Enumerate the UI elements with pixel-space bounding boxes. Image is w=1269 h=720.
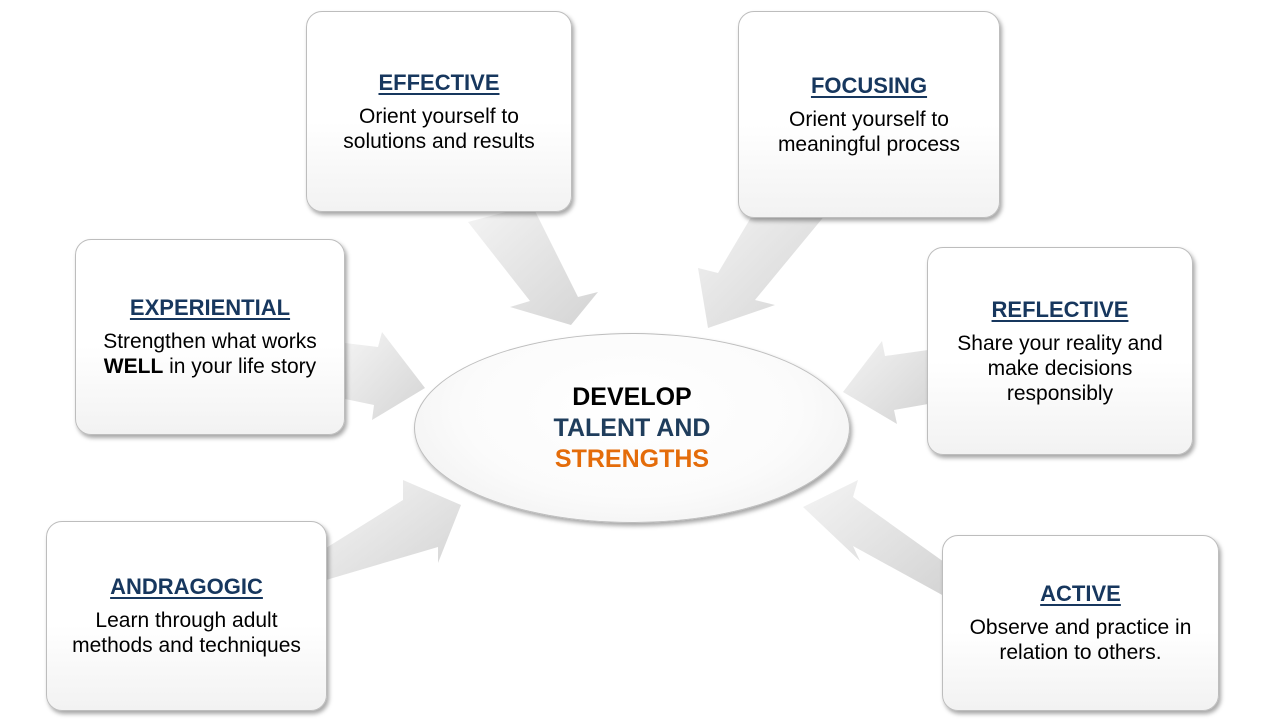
box-desc-line: make decisions: [987, 356, 1133, 380]
box-desc-line: Orient yourself to: [359, 104, 519, 128]
arrow-experiential: [345, 332, 425, 420]
arrow-andragogic: [326, 480, 461, 580]
box-desc-effective: Orient yourself to solutions and results: [343, 104, 534, 154]
box-title-andragogic: ANDRAGOGIC: [110, 574, 263, 599]
box-desc-reflective: Share your reality and make decisions re…: [957, 331, 1162, 406]
box-focusing: FOCUSING Orient yourself to meaningful p…: [738, 11, 1000, 218]
box-desc-active: Observe and practice in relation to othe…: [970, 615, 1192, 665]
arrow-reflective: [843, 341, 928, 424]
box-desc-experiential: Strengthen what works WELL in your life …: [103, 329, 317, 379]
box-title-active: ACTIVE: [1040, 581, 1121, 606]
center-line-talent: TALENT AND: [553, 413, 711, 442]
box-experiential: EXPERIENTIAL Strengthen what works WELL …: [75, 239, 345, 435]
arrow-active: [803, 480, 944, 596]
box-desc-line: solutions and results: [343, 129, 535, 153]
box-andragogic: ANDRAGOGIC Learn through adult methods a…: [46, 521, 327, 711]
box-desc-line: responsibly: [1006, 381, 1114, 405]
box-desc-bold: WELL: [103, 355, 164, 378]
box-title-reflective: REFLECTIVE: [991, 296, 1129, 322]
box-desc-line: Strengthen what works: [103, 330, 317, 353]
box-desc-andragogic: Learn through adult methods and techniqu…: [72, 608, 301, 658]
center-line-strengths: STRENGTHS: [554, 444, 710, 473]
box-desc-line: methods and techniques: [72, 634, 301, 657]
box-desc-line: Orient yourself to: [789, 107, 949, 131]
box-title-effective: EFFECTIVE: [378, 69, 500, 95]
box-desc-rest: in your life story: [163, 355, 317, 378]
center-line-develop: DEVELOP: [572, 382, 692, 411]
box-desc-focusing: Orient yourself to meaningful process: [778, 107, 960, 157]
box-desc-line: relation to others.: [999, 641, 1162, 664]
box-desc-line: Share your reality and: [957, 331, 1163, 355]
box-effective: EFFECTIVE Orient yourself to solutions a…: [306, 11, 572, 212]
box-title-experiential: EXPERIENTIAL: [129, 295, 291, 320]
box-desc-line: WELL in your life story: [103, 354, 317, 379]
arrow-focusing: [698, 197, 826, 328]
box-title-focusing: FOCUSING: [810, 72, 928, 98]
box-reflective: REFLECTIVE Share your reality and make d…: [927, 247, 1193, 455]
box-desc-line: Learn through adult: [95, 609, 278, 632]
box-desc-line: Observe and practice in: [969, 616, 1192, 639]
arrow-effective: [468, 205, 598, 325]
box-desc-line: meaningful process: [777, 132, 961, 156]
center-ellipse: DEVELOP TALENT AND STRENGTHS: [414, 333, 850, 523]
box-active: ACTIVE Observe and practice in relation …: [942, 535, 1219, 711]
